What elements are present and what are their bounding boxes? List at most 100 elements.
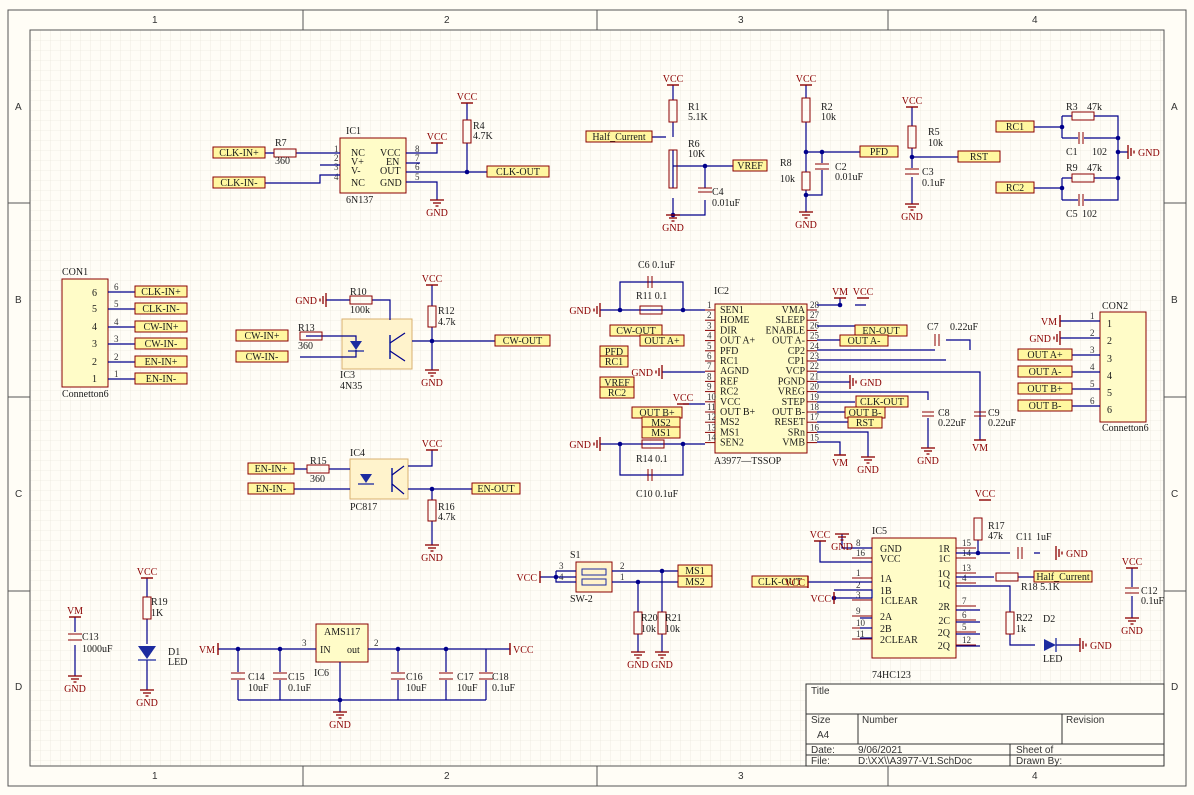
vm-label: VM — [832, 287, 848, 298]
ground-symbol: GND — [1029, 331, 1061, 345]
net-label-clk-in-n[interactable]: CLK-IN- — [212, 176, 266, 189]
ic2-pin: 27 — [810, 310, 820, 320]
net-label-ms2[interactable]: MS2 — [677, 575, 713, 588]
con1-wire-pin: 5 — [114, 299, 119, 309]
net-label-clk-in-n[interactable]: CLK-IN- — [134, 302, 188, 315]
gnd-label: GND — [569, 440, 591, 451]
ic5-pin-name: 2C — [938, 616, 950, 627]
file-value: D:\XX\\A3977-V1.SchDoc — [858, 756, 972, 767]
ground-symbol: GND — [1127, 145, 1160, 159]
ic5-pin: 2 — [856, 580, 861, 590]
row-label: B — [1171, 295, 1178, 306]
net-label-en-out[interactable]: EN-OUT — [471, 482, 521, 495]
gnd-label: GND — [426, 208, 448, 219]
net-label-out-b-p[interactable]: OUT B+ — [1017, 382, 1073, 395]
con2-pin: 2 — [1107, 336, 1112, 347]
net-label-cw-in-n[interactable]: CW-IN- — [134, 337, 188, 350]
net-label-rst[interactable]: RST — [957, 150, 1001, 163]
net-label-rc2[interactable]: RC2 — [599, 386, 635, 399]
net-label-out-a-p[interactable]: OUT A+ — [639, 334, 685, 347]
ic5-pin: 8 — [856, 538, 861, 548]
ic1-block[interactable]: IC1 6N137 NC V+ V- NC VCC EN OUT GND 1 2… — [334, 126, 420, 206]
r22-ref: R22 — [1016, 613, 1033, 624]
ic2-pin-name: SRn — [788, 427, 805, 438]
net-label-rst[interactable]: RST — [847, 416, 883, 429]
con2-body[interactable] — [1099, 311, 1147, 423]
con1-body[interactable] — [61, 278, 109, 388]
net-label-cw-out[interactable]: CW-OUT — [609, 324, 663, 337]
power-symbol: VM — [832, 454, 848, 469]
con2-wire-pin: 2 — [1090, 328, 1095, 338]
net-label-en-in-p[interactable]: EN-IN+ — [134, 355, 188, 368]
vcc-label: VCC — [663, 74, 684, 85]
net-label-clk-in-p[interactable]: CLK-IN+ — [134, 285, 188, 298]
gnd-label: GND — [1121, 626, 1143, 637]
power-symbol: VCC — [457, 92, 478, 104]
ic4-body[interactable] — [349, 458, 409, 500]
ground-symbol: GND — [849, 375, 882, 389]
net-label-clk-out[interactable]: CLK-OUT — [486, 165, 550, 178]
net-label-text: RC2 — [1006, 183, 1024, 194]
con1-wire-pin: 6 — [114, 282, 119, 292]
r16-resistor — [427, 499, 437, 522]
ic6-body[interactable] — [315, 623, 369, 663]
ground-symbol: GND — [1055, 546, 1088, 560]
power-symbol: VCC — [427, 132, 448, 144]
net-label-half-current[interactable]: Half_Current — [585, 130, 653, 143]
r9-ref: R9 — [1066, 163, 1078, 174]
net-label-out-a-n[interactable]: OUT A- — [1017, 365, 1073, 378]
ic5-body[interactable] — [871, 537, 957, 659]
gnd-label: GND — [136, 698, 158, 709]
ic2-pin-name: HOME — [720, 315, 749, 326]
net-label-en-in-p[interactable]: EN-IN+ — [247, 462, 295, 475]
ground-symbol: GND — [329, 711, 351, 731]
net-label-cw-out[interactable]: CW-OUT — [494, 334, 551, 347]
ic1-pin: 7 — [415, 153, 420, 163]
gnd-label: GND — [1090, 641, 1112, 652]
gnd-label: GND — [1138, 148, 1160, 159]
net-label-out-a-n[interactable]: OUT A- — [839, 334, 889, 347]
ic2-pin: 9 — [707, 382, 712, 392]
net-label-pfd[interactable]: PFD — [859, 145, 899, 158]
net-label-text: OUT B- — [1029, 401, 1062, 412]
net-label-ms1[interactable]: MS1 — [641, 426, 681, 439]
ic2-pin-name: VCC — [720, 397, 741, 408]
size-label: Size — [811, 715, 831, 726]
net-label-text: PFD — [605, 347, 623, 358]
d2-led-icon — [1044, 639, 1056, 651]
net-label-clk-in-p[interactable]: CLK-IN+ — [212, 146, 266, 159]
r15-resistor — [306, 464, 330, 474]
net-label-rc1[interactable]: RC1 — [995, 120, 1035, 133]
con1-ref: CON1 — [62, 267, 88, 278]
s1-switch[interactable] — [575, 561, 613, 593]
ic2-pin-name: MS2 — [720, 417, 739, 428]
ic5-pin: 13 — [962, 563, 972, 573]
r21-value: 10k — [665, 624, 680, 635]
net-label-en-in-n[interactable]: EN-IN- — [247, 482, 295, 495]
net-label-vref[interactable]: VREF — [732, 159, 768, 172]
ic2-pin-name: SEN2 — [720, 438, 744, 449]
row-label: C — [15, 489, 22, 500]
ic1-pin-name: EN — [386, 157, 399, 168]
net-label-out-a-p[interactable]: OUT A+ — [1017, 348, 1073, 361]
net-label-ms1[interactable]: MS1 — [677, 564, 713, 577]
net-label-half-current[interactable]: Half_Current — [1033, 570, 1093, 583]
net-label-clk-out[interactable]: CLK-OUT — [855, 395, 909, 408]
net-label-text: MS2 — [651, 418, 670, 429]
net-label-cw-in-n[interactable]: CW-IN- — [235, 350, 289, 363]
net-label-out-b-n[interactable]: OUT B- — [1017, 399, 1073, 412]
vcc-label: VCC — [422, 439, 443, 450]
gnd-label: GND — [64, 684, 86, 695]
net-label-text: EN-OUT — [862, 326, 899, 337]
net-label-rc1[interactable]: RC1 — [599, 355, 629, 368]
con2-pin: 4 — [1107, 371, 1112, 382]
net-label-rc2[interactable]: RC2 — [995, 181, 1035, 194]
ic2-body[interactable] — [714, 303, 808, 454]
net-label-cw-in-p[interactable]: CW-IN+ — [134, 320, 188, 333]
s1-pin: 1 — [620, 572, 625, 582]
power-label: VCC — [516, 573, 537, 584]
net-label-text: OUT B+ — [1027, 384, 1063, 395]
power-symbol: VCC — [422, 439, 443, 451]
net-label-cw-in-p[interactable]: CW-IN+ — [235, 329, 289, 342]
net-label-en-in-n[interactable]: EN-IN- — [134, 372, 188, 385]
